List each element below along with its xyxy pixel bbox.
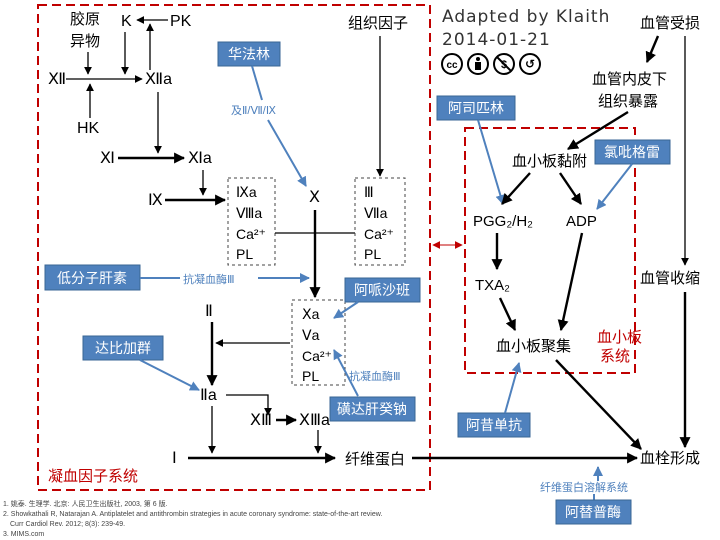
pgg-label: PGG₂/H₂ [473,213,533,230]
arrow-adhesion-to-pgg [501,172,531,205]
fibrin-label: 纤维蛋白 [345,451,405,468]
subendothelial-label-2: 组织暴露 [598,93,658,110]
drug-aspirin-label: 阿司匹林 [448,100,504,116]
factor-1-label: Ⅰ [172,450,177,467]
coagulation-system-box [37,4,431,491]
prothrombinase-item: Ⅹa [302,306,320,322]
drug-clopidogrel-label: 氯吡格雷 [604,144,660,160]
drug-alteplase-label: 阿替普酶 [565,504,621,520]
warfarin-targets-label: 及Ⅱ/Ⅶ/Ⅸ [231,105,276,117]
drug-dabigatran: 达比加群 [82,335,164,361]
subendothelial-label-1: 血管内皮下 [592,71,667,88]
arrow-dabigatran-to-f2a [139,359,200,391]
arrow-exposure-to-adhesion [567,110,629,151]
drug-abciximab-label: 阿昔单抗 [466,417,522,433]
drug-apixaban-label: 阿哌沙班 [354,282,410,298]
foreign-body-label: 异物 [70,33,100,50]
arrow-apixaban-to-f10a [333,301,359,319]
platelet-adhesion-label: 血小板黏附 [512,152,587,170]
platelet-system-label-1: 血小板 [597,328,642,346]
drug-abciximab: 阿昔单抗 [457,412,531,438]
prothrombinase-item: PL [302,368,319,384]
sa-icon: ↺ [519,53,541,75]
prothrombinase-item: Ca²⁺ [302,348,332,364]
arrow-adp-to-aggregation [557,232,584,332]
svg-text:↺: ↺ [525,57,535,71]
intrinsic-tenase-box [227,177,276,266]
arrow-fondaparinux-to-f10a [333,349,359,397]
tenase-intrinsic-item: Ca²⁺ [236,226,266,242]
drug-warfarin: 华法林 [217,41,281,67]
drug-apixaban: 阿哌沙班 [344,277,421,303]
footnote: 2. Showkathali R, Natarajan A. Antiplate… [3,511,382,518]
factor-13a-label: ⅩⅢa [299,412,330,429]
footnote: Curr Cardiol Rev. 2012; 8(3): 239-49. [10,521,125,528]
arrow-aspirin-to-pgg [477,119,506,205]
thrombus-label: 血栓形成 [640,450,700,467]
footnote: 1. 姚泰. 生理学. 北京: 人民卫生出版社, 2003, 第 6 版. [3,499,168,508]
tissue-factor-label: 组织因子 [348,15,408,32]
antithrombin-label-2: 抗凝血酶Ⅲ [349,369,401,383]
arrow-aggregation-to-thrombus [555,359,642,450]
arrow-adhesion-to-adp [559,172,582,205]
arrow-warfarin-to-f10 [267,119,307,187]
platelet-aggregation-label: 血小板聚集 [496,337,571,355]
fibrinolysis-label: 纤维蛋白溶解系统 [540,480,628,494]
drug-lmwh: 低分子肝素 [44,264,141,291]
tenase-extrinsic-item: Ⅲ [364,184,374,200]
factor-2-label: Ⅱ [205,303,213,320]
arrow-abciximab-to-aggregation [504,362,522,414]
platelet-system-box [464,127,636,374]
tenase-intrinsic-item: Ⅸa [236,184,257,200]
drug-fondaparinux-label: 磺达肝癸钠 [337,401,407,417]
svg-text:cc: cc [446,60,458,71]
arrow-txa-to-aggregation [498,297,517,331]
platelet-system-label-2: 系统 [600,348,630,365]
factor-2a-label: Ⅱa [200,387,217,404]
factor-12-label: Ⅻ [48,71,66,88]
tenase-intrinsic-item: Ⅷa [236,205,262,221]
tenase-intrinsic-item: PL [236,246,253,262]
arrow-f2a-to-f13 [226,394,272,416]
hk-label: HK [77,120,100,137]
credit-date: 2014-01-21 [442,30,551,50]
kallikrein-label: K [121,13,132,30]
factor-10-label: Ⅹ [309,189,320,206]
factor-11-label: Ⅺ [100,150,115,167]
prothrombinase-box [291,299,346,386]
vessel-injury-label: 血管受损 [640,15,700,32]
credit-author: Adapted by Klaith [442,7,610,27]
by-icon [467,53,489,75]
factor-9-label: Ⅸ [148,192,163,209]
drug-alteplase: 阿替普酶 [555,499,632,525]
footnote: 3. MIMS.com [3,531,44,538]
adp-label: ADP [566,213,597,230]
nc-icon: $ [493,53,515,75]
arrow-injury-to-exposure [645,35,660,64]
drug-warfarin-label: 华法林 [228,46,270,62]
tenase-extrinsic-item: Ⅶa [364,205,388,221]
factor-13-label: ⅩⅢ [250,412,272,429]
drug-fondaparinux: 磺达肝癸钠 [329,396,416,422]
extrinsic-tenase-box [354,177,406,266]
antithrombin-label-1: 抗凝血酶Ⅲ [183,272,235,286]
prekallikrein-label: PK [170,13,192,30]
tenase-extrinsic-item: Ca²⁺ [364,226,394,242]
collagen-label: 胶原 [70,11,100,28]
tenase-extrinsic-item: PL [364,246,381,262]
coagulation-system-label: 凝血因子系统 [48,468,138,485]
factor-11a-label: Ⅺa [188,150,212,167]
factor-12a-label: Ⅻa [145,71,172,88]
prothrombinase-item: Ⅴa [302,327,320,343]
cc-icon: cc [441,53,463,75]
warfarin-line-upper [251,65,263,101]
txa-label: TXA₂ [475,277,510,294]
drug-lmwh-label: 低分子肝素 [57,270,127,286]
drug-clopidogrel: 氯吡格雷 [594,139,671,165]
drug-aspirin: 阿司匹林 [436,95,516,121]
arrow-clopidogrel-to-adp [596,163,633,210]
drug-dabigatran-label: 达比加群 [95,340,151,356]
vasoconstriction-label: 血管收缩 [640,270,700,287]
